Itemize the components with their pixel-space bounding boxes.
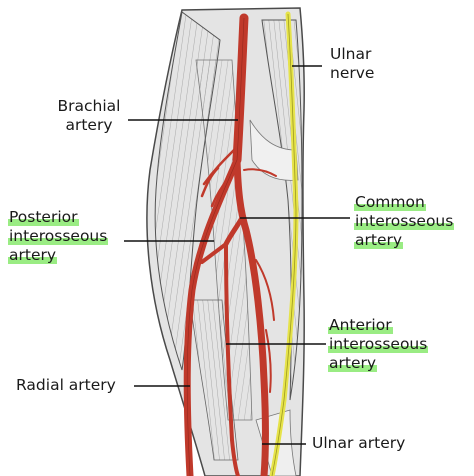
label-line: Common [354,193,426,211]
label-line: Ulnar artery [312,434,406,452]
label-line: artery [8,246,58,264]
label-line: interosseous [354,212,455,230]
recurrent-branch [200,148,236,208]
ulnar-artery-vessel [233,156,269,476]
anterior-interosseous-vessel [224,242,240,476]
ulnar-nerve-label: Ulnar nerve [330,45,374,83]
common-interosseous-label: Common interosseous artery [354,193,455,250]
label-line: Anterior [328,316,393,334]
posterior-interosseous-label: Posterior interosseous artery [8,208,109,265]
radial-artery-label: Radial artery [16,376,116,395]
label-line: artery [328,354,378,372]
common-interosseous-vessel [223,215,245,247]
label-line: interosseous [8,227,109,245]
label-line: Radial artery [16,376,116,394]
recurrent-branch [243,168,277,393]
ulnar-artery-label: Ulnar artery [312,434,405,453]
brachial-artery-label: Brachial artery [52,97,126,135]
anterior-interosseous-label: Anterior interosseous artery [328,316,429,373]
label-line: Ulnar [330,45,372,63]
tendon-sheet [249,119,299,181]
label-line: Brachial [57,97,121,115]
label-line: nerve [330,64,375,82]
label-line: interosseous [328,335,429,353]
label-line: artery [65,116,113,134]
label-line: artery [354,231,404,249]
posterior-interosseous-vessel [200,242,228,264]
label-line: Posterior [8,208,79,226]
muscle-lower [189,299,239,461]
